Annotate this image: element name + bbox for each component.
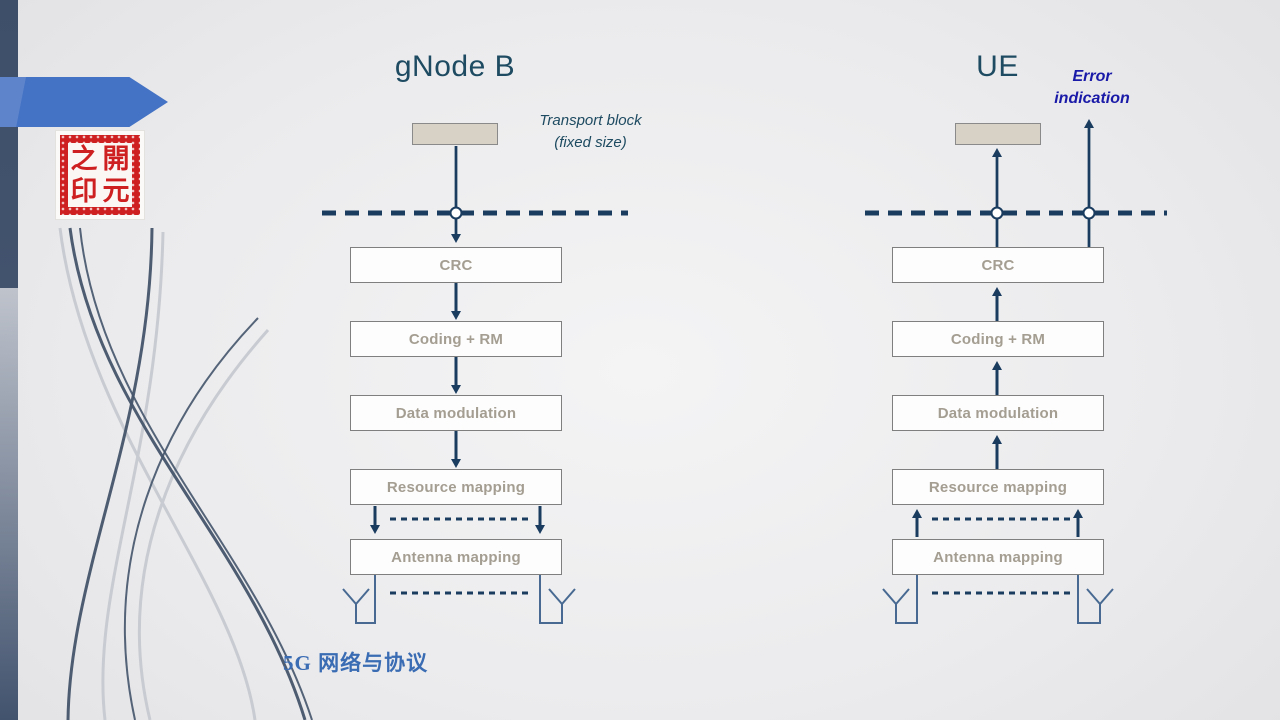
error-indication-arrow [1084, 119, 1094, 247]
gnb-step-coding-rm: Coding + RM [350, 321, 562, 357]
ue-step-antenna-mapping: Antenna mapping [892, 539, 1104, 575]
connection-node-circle [990, 206, 1004, 220]
seal-char: 開 [102, 143, 130, 174]
seal-stamp: 之 開 印 元 [55, 130, 145, 220]
gnb-step-antenna-mapping: Antenna mapping [350, 539, 562, 575]
ue-step-crc: CRC [892, 247, 1104, 283]
ue-transport-block [955, 123, 1041, 145]
antenna-icon [342, 575, 376, 624]
connection-node-circle [449, 206, 463, 220]
ue-step-coding-rm: Coding + RM [892, 321, 1104, 357]
banner-arrow [0, 77, 168, 127]
seal-char: 元 [102, 175, 130, 206]
course-title: 5G 网络与协议 [283, 651, 429, 675]
connection-node-circle [1082, 206, 1096, 220]
transport-block-label: Transport block (fixed size) [539, 112, 642, 151]
left-accent-bar [0, 0, 18, 720]
banner-arrow-sheen [0, 77, 26, 127]
gnb-step-data-modulation: Data modulation [350, 395, 562, 431]
antenna-icon [882, 575, 918, 624]
ue-step-resource-mapping: Resource mapping [892, 469, 1104, 505]
antenna-icon [539, 575, 576, 624]
gnb-transport-block [412, 123, 498, 145]
gnb-title: gNode B [394, 50, 516, 83]
gnb-step-crc: CRC [350, 247, 562, 283]
antenna-icon [1077, 575, 1114, 624]
ue-title: UE [976, 50, 1019, 83]
gnb-air-interface-line [322, 206, 628, 220]
ue-air-interface-line [865, 206, 1167, 220]
ue-step-data-modulation: Data modulation [892, 395, 1104, 431]
error-indication-label: Error indication [1054, 68, 1130, 108]
ue-chain-arrows [912, 148, 1083, 537]
gnb-step-resource-mapping: Resource mapping [350, 469, 562, 505]
seal-characters: 之 開 印 元 [68, 143, 132, 207]
seal-char: 印 [70, 175, 98, 206]
seal-char: 之 [70, 143, 98, 174]
gnb-chain-arrows [370, 146, 545, 534]
